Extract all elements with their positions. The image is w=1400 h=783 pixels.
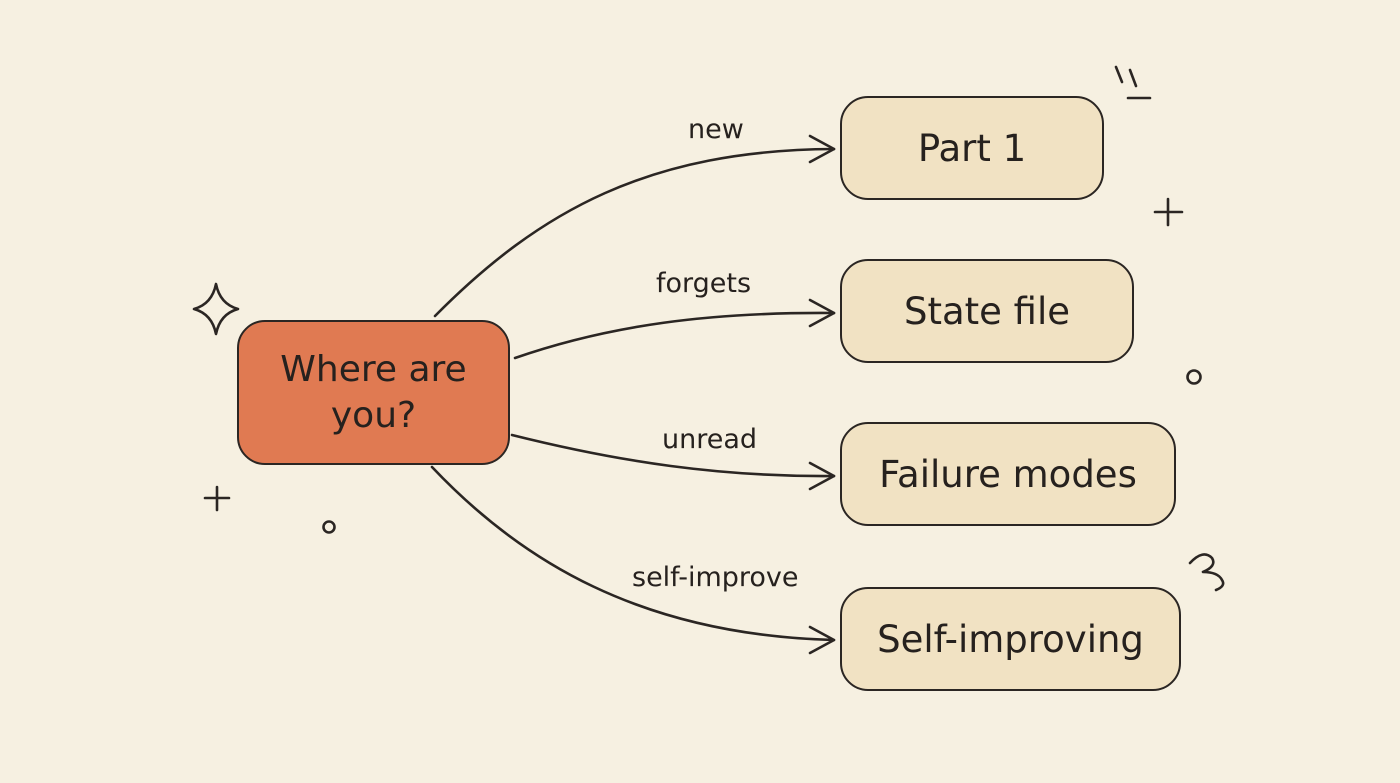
center-node-label: Where are you? (280, 348, 467, 436)
edge-label-self-improve: self-improve (632, 562, 799, 593)
node-self-improving[interactable]: Self-improving (840, 587, 1181, 691)
center-node[interactable]: Where are you? (237, 320, 510, 465)
burst-lines-icon (1114, 65, 1152, 100)
edge-curve-forgets (513, 311, 836, 360)
arrowhead-icon (808, 134, 836, 164)
plus-icon (1153, 197, 1184, 227)
edge-label-unread: unread (662, 424, 758, 455)
edge-label-new: new (688, 114, 744, 145)
edge-curve-unread (510, 433, 836, 478)
arrowhead-icon (808, 625, 836, 655)
squiggle-icon (1188, 553, 1225, 592)
node-failure-modes[interactable]: Failure modes (840, 422, 1176, 526)
edge-label-forgets: forgets (656, 268, 752, 299)
node-state-file[interactable]: State file (840, 259, 1134, 363)
arrowhead-icon (808, 461, 836, 491)
plus-icon (203, 485, 231, 512)
node-label: Failure modes (879, 452, 1137, 496)
edge-curve-new (433, 147, 836, 318)
node-part-1[interactable]: Part 1 (840, 96, 1104, 200)
edge-curve-self-improve (430, 465, 836, 642)
circle-icon (322, 520, 336, 534)
node-label: Part 1 (917, 126, 1027, 170)
arrowhead-icon (808, 298, 836, 328)
node-label: Self-improving (877, 617, 1144, 661)
sparkle-icon (192, 282, 240, 336)
node-label: State file (903, 289, 1071, 333)
circle-icon (1186, 369, 1202, 385)
